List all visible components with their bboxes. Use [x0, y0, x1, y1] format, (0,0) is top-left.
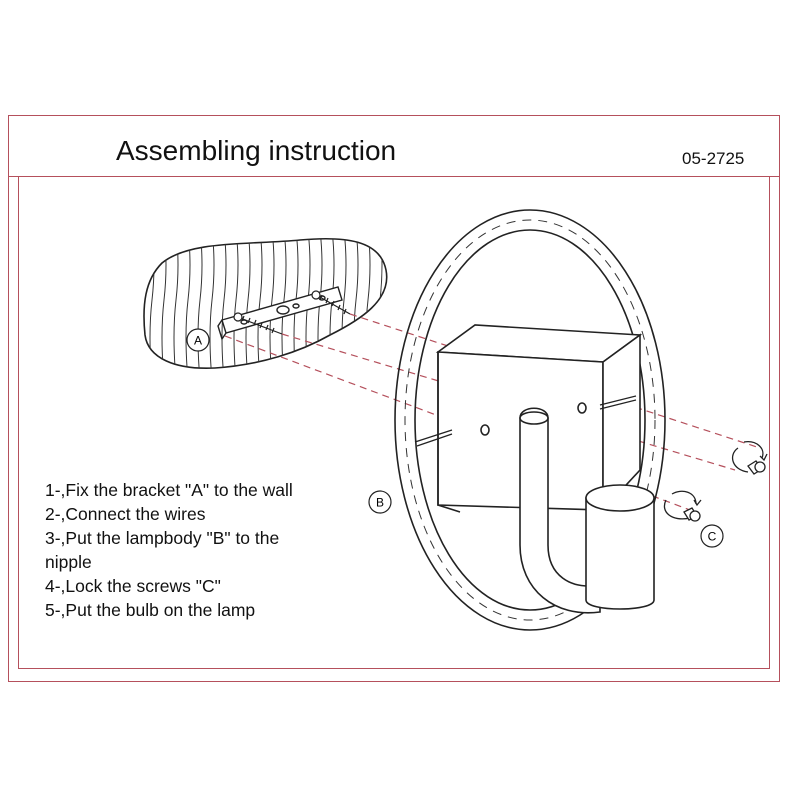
product-code: 05-2725: [682, 149, 745, 168]
step-3: 3-,Put the lampbody "B" to the: [45, 528, 280, 548]
callout-a-label: A: [194, 334, 202, 348]
callout-a: A: [186, 328, 210, 352]
rope-ring: [394, 209, 666, 631]
header-divider: [8, 176, 780, 177]
callout-c: C: [700, 524, 724, 548]
step-3-continued: nipple: [45, 552, 92, 572]
screw-c-lower: [663, 490, 702, 522]
inner-frame: [18, 176, 770, 669]
lamp-socket: [585, 484, 655, 610]
bracket-screws: [233, 290, 351, 335]
instruction-steps: 1-,Fix the bracket "A" to the wall 2-,Co…: [45, 478, 293, 622]
callout-c-label: C: [708, 530, 717, 544]
step-4: 4-,Lock the screws "C": [45, 576, 221, 596]
bracket-a: [217, 286, 343, 341]
callout-b-label: B: [376, 496, 384, 510]
step-5: 5-,Put the bulb on the lamp: [45, 600, 256, 620]
callout-b: B: [368, 490, 392, 514]
wall-plate: [435, 324, 643, 513]
outer-frame: [8, 115, 780, 682]
step-1: 1-,Fix the bracket "A" to the wall: [45, 480, 293, 500]
step-2: 2-,Connect the wires: [45, 504, 206, 524]
screw-c-upper: [731, 441, 768, 475]
mounting-rods: [414, 395, 637, 447]
wall-patch: [143, 237, 388, 369]
page-title: Assembling instruction: [116, 135, 397, 166]
lamp-arm: [519, 407, 601, 614]
